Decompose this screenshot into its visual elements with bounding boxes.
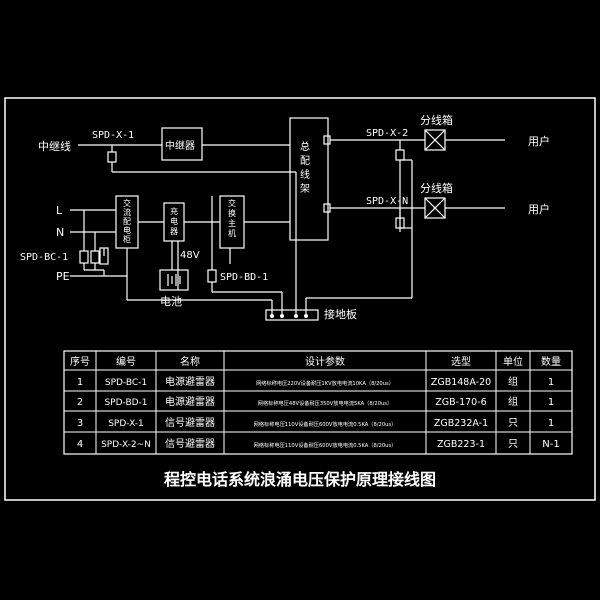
table-header-cell: 名称 — [180, 355, 200, 368]
rectifier-label: 充电器 — [170, 206, 178, 236]
spd-x2-label: SPD-X-2 — [366, 128, 408, 139]
spd-bd1-label: SPD-BD-1 — [220, 272, 268, 283]
ground-plate-label: 接地板 — [324, 307, 357, 321]
spd-x1-label: SPD-X-1 — [92, 130, 134, 141]
table-cell: SPD-BD-1 — [104, 398, 147, 408]
table-cell: ZGB-170-6 — [435, 397, 486, 408]
main-frame-box — [289, 117, 329, 241]
user-label-1: 用户 — [528, 134, 550, 148]
pe-label: PE — [56, 270, 70, 283]
repeater-box — [161, 127, 203, 161]
relay-line-label: 中继线 — [38, 139, 71, 153]
table-cell: ZGB223-1 — [437, 439, 485, 450]
battery-label: 电池 — [160, 295, 182, 308]
table-cell: ZGB232A-1 — [434, 418, 488, 429]
table-cell: 1 — [548, 397, 554, 408]
switch-host-label: 交换主机 — [228, 198, 236, 238]
table-header-cell: 设计参数 — [305, 355, 345, 368]
table-cell: 网络标称电压110V设备耐压600V放电电流0.5KA（8/20us） — [254, 441, 397, 449]
drawing-frame — [4, 97, 596, 501]
table-cell: SPD-BC-1 — [105, 378, 147, 388]
table-cell: 只 — [508, 439, 518, 450]
battery-box — [159, 269, 189, 291]
table-cell: 组 — [508, 375, 518, 388]
table-cell: 网络标称电压110V设备耐压600V放电电流0.5KA（8/20us） — [254, 420, 397, 428]
table-cell: 信号避雷器 — [165, 416, 215, 429]
table-cell: 组 — [508, 395, 518, 408]
voltage-48v-label: 48V — [180, 250, 200, 261]
table-cell: 信号避雷器 — [165, 437, 215, 450]
table-cell: 网络标称电压48V设备耐压350V放电电流5KA（8/20us） — [258, 399, 392, 407]
parts-table — [63, 350, 573, 455]
spd-xn-label: SPD-X-N — [366, 196, 408, 207]
l-label: L — [56, 204, 63, 217]
table-header-cell: 数量 — [541, 355, 561, 368]
main-frame-char-1: 总 — [300, 140, 310, 153]
table-cell: 电源避雷器 — [165, 375, 215, 388]
n-label: N — [56, 226, 64, 239]
spd-bc1-label: SPD-BC-1 — [20, 252, 68, 263]
table-cell: 4 — [77, 439, 83, 450]
table-cell: SPD-X-1 — [108, 419, 144, 429]
junction-box-label-1: 分线箱 — [420, 113, 453, 127]
table-cell: 电源避雷器 — [165, 395, 215, 408]
junction-box-label-2: 分线箱 — [420, 181, 453, 195]
table-cell: N-1 — [542, 439, 559, 450]
table-header-cell: 序号 — [70, 355, 90, 368]
table-header-cell: 编号 — [116, 355, 136, 368]
ac-cabinet-label: 交流配电柜 — [123, 198, 131, 244]
table-cell: 1 — [77, 377, 83, 388]
table-cell: ZGB148A-20 — [431, 377, 491, 388]
table-cell: 2 — [77, 397, 83, 408]
repeater-label: 中继器 — [165, 139, 195, 152]
table-cell: 只 — [508, 418, 518, 429]
table-header-cell: 单位 — [503, 355, 523, 368]
main-frame-label: 总配线架 — [300, 140, 310, 195]
table-cell: 3 — [77, 418, 83, 429]
table-header-cell: 选型 — [451, 355, 471, 368]
table-cell: 1 — [548, 418, 554, 429]
table-cell: 网络标称电压220V设备耐压1KV放电电流10KA（8/20us） — [256, 379, 394, 387]
ground-plate-box — [265, 309, 319, 321]
user-label-2: 用户 — [528, 202, 550, 216]
table-cell: SPD-X-2~N — [101, 440, 151, 450]
table-cell: 1 — [548, 377, 554, 388]
diagram-title: 程控电话系统浪涌电压保护原理接线图 — [164, 470, 436, 489]
